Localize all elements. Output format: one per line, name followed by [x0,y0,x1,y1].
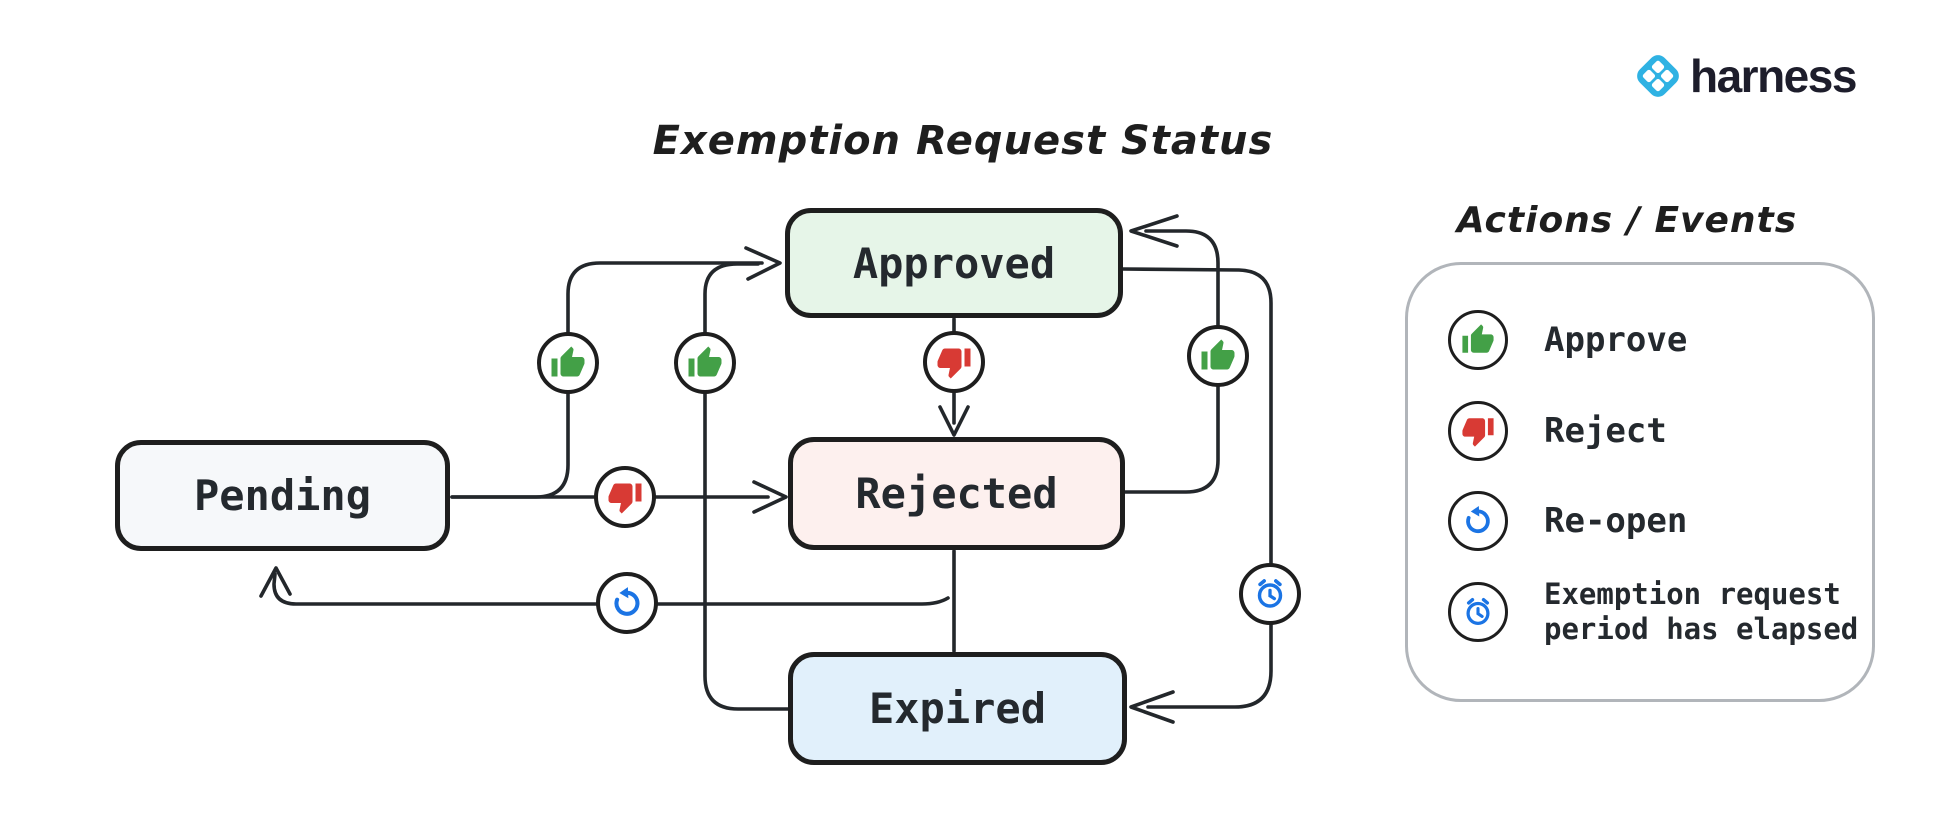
edge-expired-approved [703,262,790,711]
edge-rejected-pending [272,572,950,606]
thumbs-up-icon [688,346,722,377]
state-node-approved: Approved [785,208,1123,318]
thumbs-up-icon [1448,310,1508,370]
legend-item-reject: Reject [1448,401,1667,461]
thumbs-up-icon [1201,339,1235,370]
legend-item-elapsed: Exemption request period has elapsed [1448,577,1884,647]
edge-pending-rejected-arrowhead [752,480,788,514]
badge-approve [537,332,599,394]
state-label-approved: Approved [852,238,1056,288]
legend-item-reopen: Re-open [1448,491,1687,551]
reopen-icon [1448,491,1508,551]
state-node-rejected: Rejected [788,437,1125,550]
diagram-title: Exemption Request Status [652,118,1274,164]
state-label-expired: Expired [868,684,1046,733]
edge-pending-approved-arrowhead [744,246,782,281]
thumbs-down-icon [1448,401,1508,461]
legend-label: Approve [1544,320,1688,360]
alarm-clock-icon [1448,581,1508,642]
edge-rejected-approved-arrowhead [1129,214,1179,248]
thumbs-up-icon [551,346,585,377]
state-label-pending: Pending [193,471,371,520]
state-node-pending: Pending [115,440,450,551]
legend-label: Exemption request period has elapsed [1544,577,1859,646]
legend-item-approve: Approve [1448,310,1687,370]
state-node-expired: Expired [788,652,1127,765]
thumbs-down-icon [608,483,642,514]
badge-reopen [596,572,658,634]
legend-label: Reject [1544,411,1667,451]
alarm-clock-icon [1257,579,1283,608]
state-label-rejected: Rejected [855,469,1058,518]
edge-approved-rejected-arrowhead [938,405,970,437]
badge-reject [923,331,985,393]
reopen-icon [614,587,640,616]
brand-name: harness [1690,50,1857,102]
legend-box: Approve Reject Re-open [1405,262,1875,702]
badge-reject [594,466,656,528]
thumbs-down-icon [937,348,971,379]
harness-diamond-icon [1630,48,1686,104]
brand-logo: harness [1630,48,1857,104]
legend-title: Actions / Events [1456,200,1798,241]
badge-approve [1187,325,1249,387]
edge-approved-expired-arrowhead [1129,690,1175,724]
edge-rejected-pending-arrowhead [259,566,292,598]
legend-label: Re-open [1544,501,1688,541]
badge-elapsed [1239,563,1301,625]
badge-approve [674,332,736,394]
edge-approved-expired [1121,267,1273,709]
